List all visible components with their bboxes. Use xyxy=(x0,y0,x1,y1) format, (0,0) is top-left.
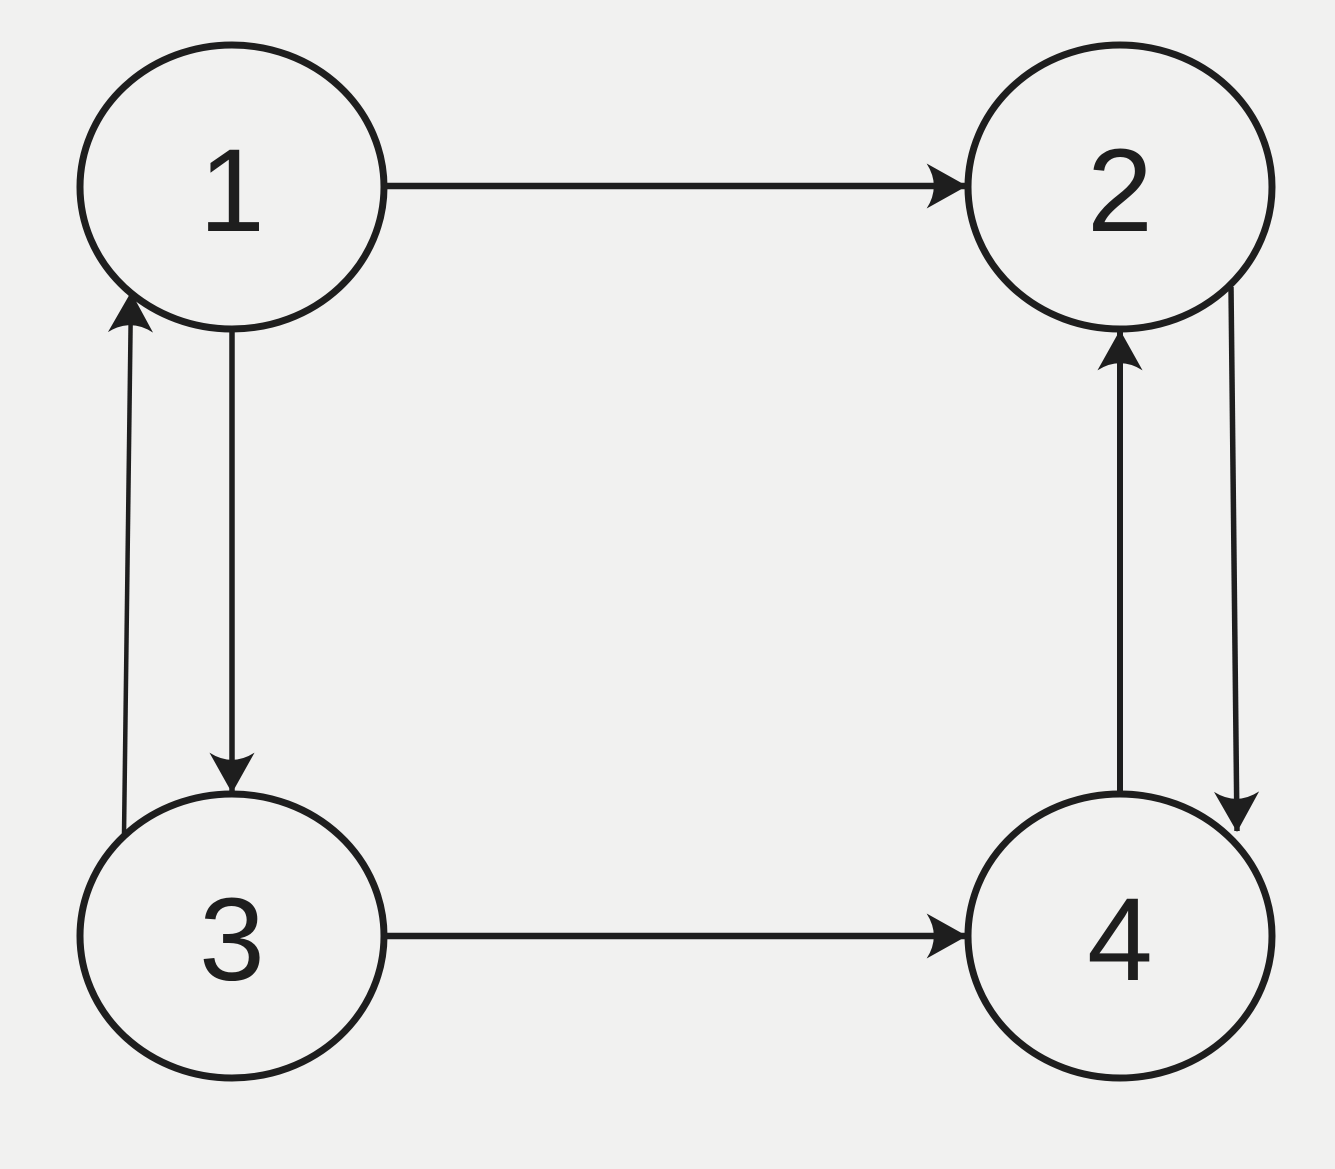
graph-node-3: 3 xyxy=(76,790,388,1082)
node-circle-3 xyxy=(76,790,388,1082)
graph-node-1: 1 xyxy=(76,41,388,333)
node-label-1: 1 xyxy=(199,125,265,257)
node-circle-2 xyxy=(964,41,1276,333)
node-label-3: 3 xyxy=(199,874,265,1006)
edge-layer xyxy=(107,163,1260,959)
node-layer: 1 2 3 4 xyxy=(76,41,1276,1082)
node-circle-4 xyxy=(964,790,1276,1082)
edge-3-to-1 xyxy=(107,292,154,836)
node-label-2: 2 xyxy=(1087,125,1153,257)
node-circle-1 xyxy=(76,41,388,333)
edge-2-to-4 xyxy=(1214,286,1260,832)
node-label-4: 4 xyxy=(1087,874,1153,1006)
graph-node-4: 4 xyxy=(964,790,1276,1082)
graph-node-2: 2 xyxy=(964,41,1276,333)
